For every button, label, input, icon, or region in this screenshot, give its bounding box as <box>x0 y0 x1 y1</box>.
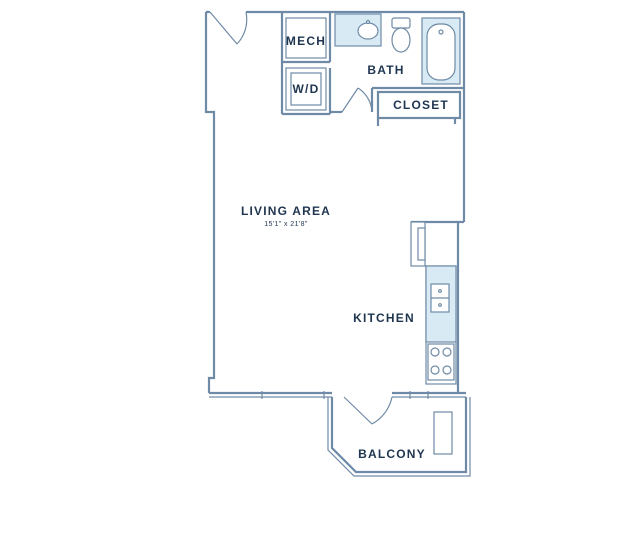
room-label-bath: BATH <box>367 63 404 77</box>
room-label-mech: MECH <box>286 34 326 48</box>
bath-sink <box>334 13 382 47</box>
room-label-living-area: LIVING AREA <box>241 204 331 218</box>
toilet <box>391 17 411 53</box>
balcony-railing <box>330 397 468 474</box>
kitchen-fixtures <box>410 221 457 385</box>
left-wall <box>204 12 216 393</box>
entry-door <box>209 11 248 45</box>
balcony-railing-inner <box>327 397 471 477</box>
mech-unit <box>285 17 327 59</box>
bathtub <box>421 17 461 85</box>
room-label-balcony: BALCONY <box>358 447 426 461</box>
right-wall-lower <box>456 220 464 393</box>
bath-door <box>341 87 373 113</box>
room-label-closet: CLOSET <box>393 98 449 112</box>
balcony <box>327 396 471 477</box>
living-area-dimensions: 15'1" x 21'8" <box>264 221 308 228</box>
washer-dryer <box>285 67 327 111</box>
room-label-wd: W/D <box>293 82 320 96</box>
room-label-kitchen: KITCHEN <box>353 311 415 325</box>
